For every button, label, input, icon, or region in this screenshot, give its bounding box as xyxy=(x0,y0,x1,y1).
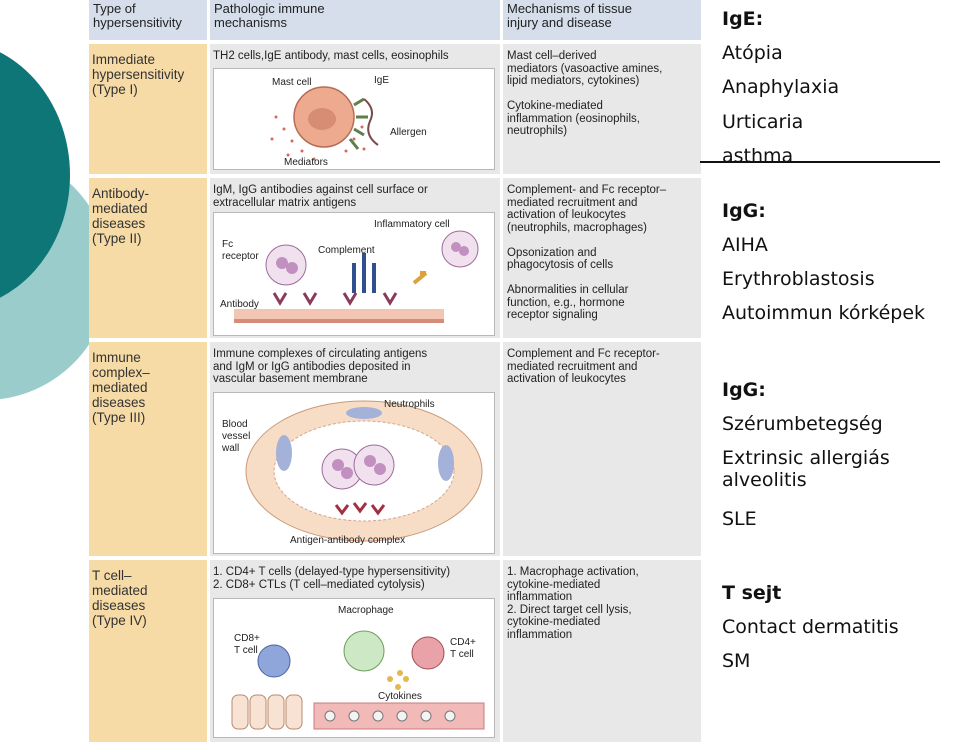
label-vessel: vessel xyxy=(222,431,250,442)
label-neutrophils: Neutrophils xyxy=(384,399,435,410)
label-inflammatory-cell: Inflammatory cell xyxy=(374,219,450,230)
type-label-4: T cell– mediated diseases (Type IV) xyxy=(92,568,148,628)
group-heading-t-cell: T sejt xyxy=(722,582,782,604)
row-divider xyxy=(89,338,701,342)
cytokine-dots xyxy=(387,670,409,690)
mast-cell-nucleus xyxy=(308,108,336,130)
label-mast-cell: Mast cell xyxy=(272,77,311,88)
injury-text-1: Mast cell–derived mediators (vasoactive … xyxy=(507,50,663,137)
note-item: Erythroblastosis xyxy=(722,268,875,290)
note-item: SLE xyxy=(722,508,757,530)
label-wall: wall xyxy=(221,443,239,454)
label-cytokines: Cytokines xyxy=(378,691,422,702)
label-t-cell-left: T cell xyxy=(234,645,258,656)
note-item: AIHA xyxy=(722,234,768,256)
type-column-bg xyxy=(89,44,207,742)
header-type: Type of hypersensitivity xyxy=(93,1,182,30)
signal-arrows xyxy=(412,271,428,285)
label-t-cell-right: T cell xyxy=(450,649,474,660)
label-allergen: Allergen xyxy=(390,127,427,138)
label-blood: Blood xyxy=(222,419,248,430)
mechanism-text-1: TH2 cells,IgE antibody, mast cells, eosi… xyxy=(213,50,449,62)
illustration-type1: Mast cell IgE Allergen Mediators xyxy=(213,68,495,170)
header-mechanism: Pathologic immune mechanisms xyxy=(214,1,325,30)
target-cells xyxy=(231,694,303,730)
note-item: Atópia xyxy=(722,42,783,64)
header-cell-injury: Mechanisms of tissue injury and disease xyxy=(503,0,701,40)
type-label-2: Antibody- mediated diseases (Type II) xyxy=(92,186,150,246)
note-item: Extrinsic allergiás alveolitis xyxy=(722,447,890,491)
note-item: Autoimmun kórképek xyxy=(722,302,926,324)
cd4-t-cell xyxy=(411,636,445,670)
note-item: SM xyxy=(722,650,751,672)
label-cd4: CD4+ xyxy=(450,637,476,648)
mechanism-text-4: 1. CD4+ T cells (delayed-type hypersensi… xyxy=(213,566,451,591)
label-antigen-antibody-complex: Antigen-antibody complex xyxy=(290,535,405,546)
illustration-type2: Inflammatory cell Fc receptor Complement… xyxy=(213,212,495,336)
mechanism-text-2: IgM, IgG antibodies against cell surface… xyxy=(213,184,428,209)
cd8-t-cell xyxy=(257,644,291,678)
illustration-type3: Neutrophils Blood vessel wall Antigen-an… xyxy=(213,392,495,554)
type-label-1: Immediate hypersensitivity (Type I) xyxy=(92,52,185,97)
column-divider xyxy=(500,0,503,742)
label-antibody: Antibody xyxy=(220,299,259,310)
group-heading-igg-1: IgG: xyxy=(722,200,766,222)
label-complement: Complement xyxy=(318,245,375,256)
illustration-type4: Macrophage CD8+ T cell CD4+ T cell Cytok… xyxy=(213,598,495,738)
hypersensitivity-table: Type of hypersensitivity Pathologic immu… xyxy=(89,0,701,742)
label-cd8: CD8+ xyxy=(234,633,260,644)
macrophage xyxy=(343,630,385,672)
cell-surface xyxy=(234,309,444,319)
note-item: Szérumbetegség xyxy=(722,413,883,435)
row-divider xyxy=(89,40,701,44)
label-mediators: Mediators xyxy=(284,157,328,168)
label-macrophage: Macrophage xyxy=(338,605,394,616)
injury-text-2: Complement- and Fc receptor– mediated re… xyxy=(507,184,667,321)
injury-text-4: 1. Macrophage activation, cytokine-media… xyxy=(507,566,639,641)
allergen-chain xyxy=(363,98,379,146)
row-divider xyxy=(89,174,701,178)
group-heading-ige: IgE: xyxy=(722,8,764,30)
note-item: asthma xyxy=(722,145,794,167)
header-cell-type: Type of hypersensitivity xyxy=(89,0,207,40)
injury-text-3: Complement and Fc receptor- mediated rec… xyxy=(507,348,660,385)
complement-complex xyxy=(352,253,376,293)
note-item: Anaphylaxia xyxy=(722,76,840,98)
note-item: Contact dermatitis xyxy=(722,616,899,638)
note-item: Urticaria xyxy=(722,111,804,133)
header-injury: Mechanisms of tissue injury and disease xyxy=(507,1,632,30)
header-cell-mechanism: Pathologic immune mechanisms xyxy=(210,0,500,40)
label-ige: IgE xyxy=(374,75,389,86)
mediator-dots xyxy=(270,115,366,161)
row-divider xyxy=(89,556,701,560)
immune-complexes xyxy=(334,502,386,516)
label-receptor: receptor xyxy=(222,251,259,262)
label-fc: Fc xyxy=(222,239,233,250)
mechanism-text-3: Immune complexes of circulating antigens… xyxy=(213,348,428,385)
ige-receptors xyxy=(348,97,368,150)
column-divider xyxy=(207,0,210,742)
antibodies xyxy=(272,292,398,306)
type-label-3: Immune complex– mediated diseases (Type … xyxy=(92,350,150,425)
group-heading-igg-2: IgG: xyxy=(722,379,766,401)
underline-divider xyxy=(700,161,940,163)
